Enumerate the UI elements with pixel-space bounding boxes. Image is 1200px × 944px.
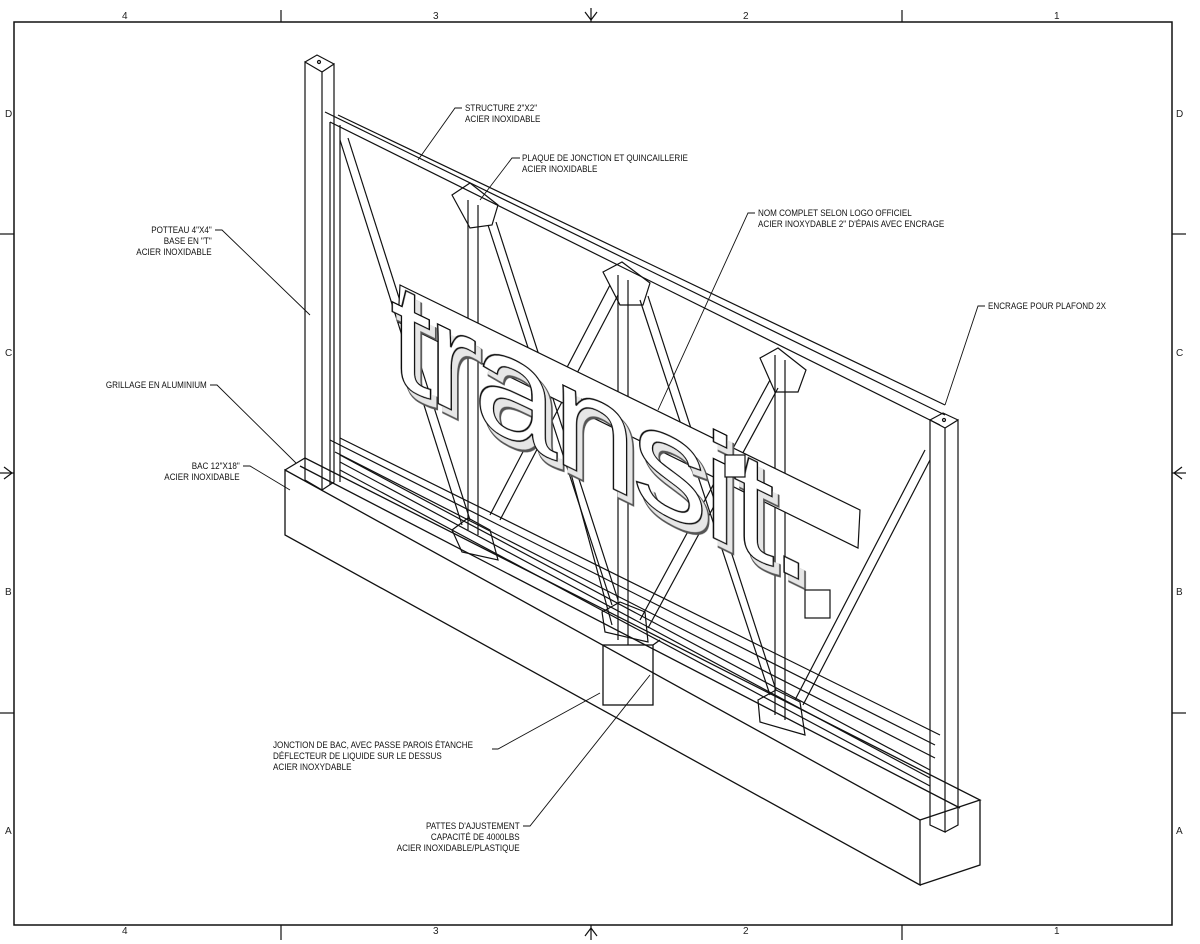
callout-line: DÉFLECTEUR DE LIQUIDE SUR LE DESSUS — [273, 751, 442, 762]
zone-ticks — [0, 8, 1186, 940]
zone-row-a-right: A — [1176, 826, 1183, 837]
callout-line: STRUCTURE 2"X2" — [465, 103, 538, 114]
zone-col-1-bottom: 1 — [1054, 926, 1060, 937]
zone-col-3-bottom: 3 — [433, 926, 439, 937]
zone-col-4: 4 — [122, 11, 128, 22]
callout-line: PLAQUE DE JONCTION ET QUINCAILLERIE — [522, 153, 688, 164]
callout-line: PATTES D'AJUSTEMENT — [426, 821, 520, 832]
zone-col-1: 1 — [1054, 11, 1060, 22]
callout-line: ACIER INOXYDABLE 2" D'ÉPAIS AVEC ENCRAGE — [758, 219, 945, 230]
callout-nom: NOM COMPLET SELON LOGO OFFICIEL ACIER IN… — [758, 208, 944, 230]
callout-pattes: PATTES D'AJUSTEMENT CAPACITÉ DE 4000LBS … — [397, 821, 520, 854]
callout-line: CAPACITÉ DE 4000LBS — [431, 832, 520, 843]
zone-row-b: B — [5, 587, 12, 598]
callout-line: NOM COMPLET SELON LOGO OFFICIEL — [758, 208, 912, 219]
zone-col-3: 3 — [433, 11, 439, 22]
callout-grillage: GRILLAGE EN ALUMINIUM — [106, 380, 207, 391]
callout-line: POTTEAU 4"X4" — [151, 225, 212, 236]
right-post — [929, 412, 959, 833]
steel-frame — [324, 111, 946, 787]
anchor-block — [804, 589, 831, 619]
callout-line: ACIER INOXIDABLE — [164, 472, 240, 483]
callout-structure: STRUCTURE 2"X2" ACIER INOXIDABLE — [465, 103, 540, 125]
zone-col-2: 2 — [743, 11, 749, 22]
sign-text: transit. — [390, 244, 808, 616]
zone-row-c: C — [5, 348, 13, 359]
anchor-block — [724, 454, 746, 478]
callout-potteau: POTTEAU 4"X4" BASE EN "T" ACIER INOXIDAB… — [137, 225, 212, 258]
bac-junction-box — [602, 644, 654, 706]
callout-jonction: JONCTION DE BAC, AVEC PASSE PAROIS ÉTANC… — [273, 740, 473, 773]
callout-line: ENCRAGE POUR PLAFOND 2X — [988, 301, 1107, 312]
callout-line: ACIER INOXIDABLE — [465, 114, 541, 125]
zone-row-a: A — [5, 826, 12, 837]
callout-line: ACIER INOXYDABLE — [273, 762, 352, 773]
callout-line: ACIER INOXIDABLE — [136, 247, 212, 258]
callout-line: ACIER INOXIDABLE — [522, 164, 598, 175]
zone-row-d-right: D — [1176, 109, 1184, 120]
planter-box — [284, 457, 982, 887]
callout-encrage: ENCRAGE POUR PLAFOND 2X — [988, 301, 1106, 312]
callout-bac: BAC 12"X18" ACIER INOXIDABLE — [165, 461, 240, 483]
zone-row-c-right: C — [1176, 348, 1184, 359]
leader-lines — [210, 107, 985, 827]
zone-col-4-bottom: 4 — [122, 926, 128, 937]
callout-line: JONCTION DE BAC, AVEC PASSE PAROIS ÉTANC… — [273, 740, 473, 751]
callout-plaque: PLAQUE DE JONCTION ET QUINCAILLERIE ACIE… — [522, 153, 688, 175]
callout-line: ACIER INOXIDABLE/PLASTIQUE — [397, 843, 520, 854]
callout-line: GRILLAGE EN ALUMINIUM — [106, 380, 207, 391]
zone-row-d: D — [5, 109, 13, 120]
callout-line: BASE EN "T" — [164, 236, 212, 247]
sign-letters: transit. — [389, 243, 809, 617]
letter-mounting-bar — [397, 284, 861, 549]
zone-row-b-right: B — [1176, 587, 1183, 598]
left-post — [304, 54, 335, 492]
callout-line: BAC 12"X18" — [192, 461, 240, 472]
zone-col-2-bottom: 2 — [743, 926, 749, 937]
